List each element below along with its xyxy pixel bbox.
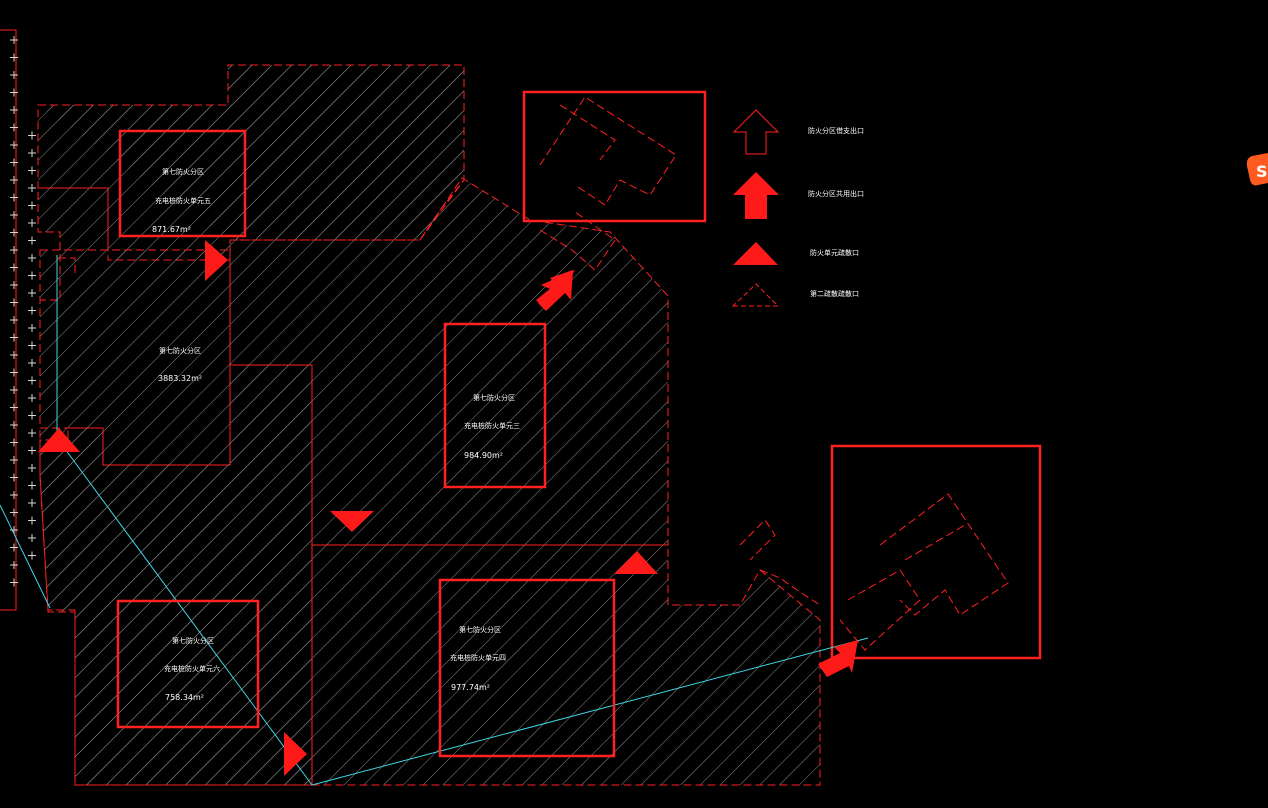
zone-main-area: 3883.32m²	[158, 374, 202, 383]
detail-box-bottom	[739, 444, 1042, 660]
zone-label-main: 第七防火分区 3883.32m²	[158, 346, 202, 383]
outline-triangle-icon	[731, 283, 780, 307]
solid-triangle-icon	[733, 242, 778, 265]
zone-outline-center	[229, 177, 669, 546]
zone-4-name: 第七防火分区	[459, 625, 501, 634]
zone-box-unit-3: 第七防火分区 充电桩防火单元三 984.90m²	[443, 322, 547, 489]
zone-box-unit-6: 第七防火分区 充电桩防火单元六 758.34m²	[116, 599, 260, 729]
triangle-exit-icon	[38, 428, 80, 452]
zone-3-subtitle: 充电桩防火单元三	[464, 421, 520, 430]
outline-arrow-up-icon	[732, 109, 780, 155]
exit-markers	[38, 240, 858, 776]
arrow-exit-icon	[818, 640, 858, 677]
detail-box-top	[522, 90, 707, 271]
left-edge-markers	[0, 29, 36, 611]
legend-label-1: 防火分区借支出口	[808, 126, 864, 135]
zone-4-subtitle: 充电桩防火单元四	[450, 653, 506, 662]
zone-3-area: 984.90m²	[464, 451, 503, 460]
triangle-exit-icon	[205, 240, 228, 281]
legend-label-4: 第二疏散疏散口	[810, 289, 859, 298]
zone-4-area: 977.74m²	[451, 683, 490, 692]
zone-outline-annex	[37, 187, 109, 251]
zone-6-area: 758.34m²	[165, 693, 204, 702]
badge-letter: S	[1256, 162, 1268, 181]
arrow-exit-icon	[536, 270, 573, 311]
zone-3-name: 第七防火分区	[473, 393, 515, 402]
zone-5-area: 871.67m²	[152, 225, 191, 234]
route-lines	[0, 255, 869, 786]
triangle-exit-icon	[284, 732, 307, 776]
zone-6-subtitle: 充电桩防火单元六	[164, 664, 220, 673]
legend-label-2: 防火分区共用出口	[808, 189, 864, 198]
legend-label-3: 防火单元疏散口	[810, 248, 859, 257]
zone-5-subtitle: 充电桩防火单元五	[155, 196, 211, 205]
legend: 防火分区借支出口 防火分区共用出口 防火单元疏散口 第二疏散疏散口	[731, 109, 864, 307]
zone-box-unit-4: 第七防火分区 充电桩防火单元四 977.74m²	[438, 578, 616, 758]
triangle-exit-icon	[614, 551, 658, 574]
zone-6-name: 第七防火分区	[172, 636, 214, 645]
zone-5-name: 第七防火分区	[162, 167, 204, 176]
app-badge-icon[interactable]: S	[1246, 153, 1268, 186]
zone-main-name: 第七防火分区	[159, 346, 201, 355]
solid-arrow-up-icon	[733, 172, 779, 219]
zone-box-unit-5: 第七防火分区 充电桩防火单元五 871.67m²	[118, 129, 247, 238]
triangle-exit-icon	[330, 511, 374, 532]
